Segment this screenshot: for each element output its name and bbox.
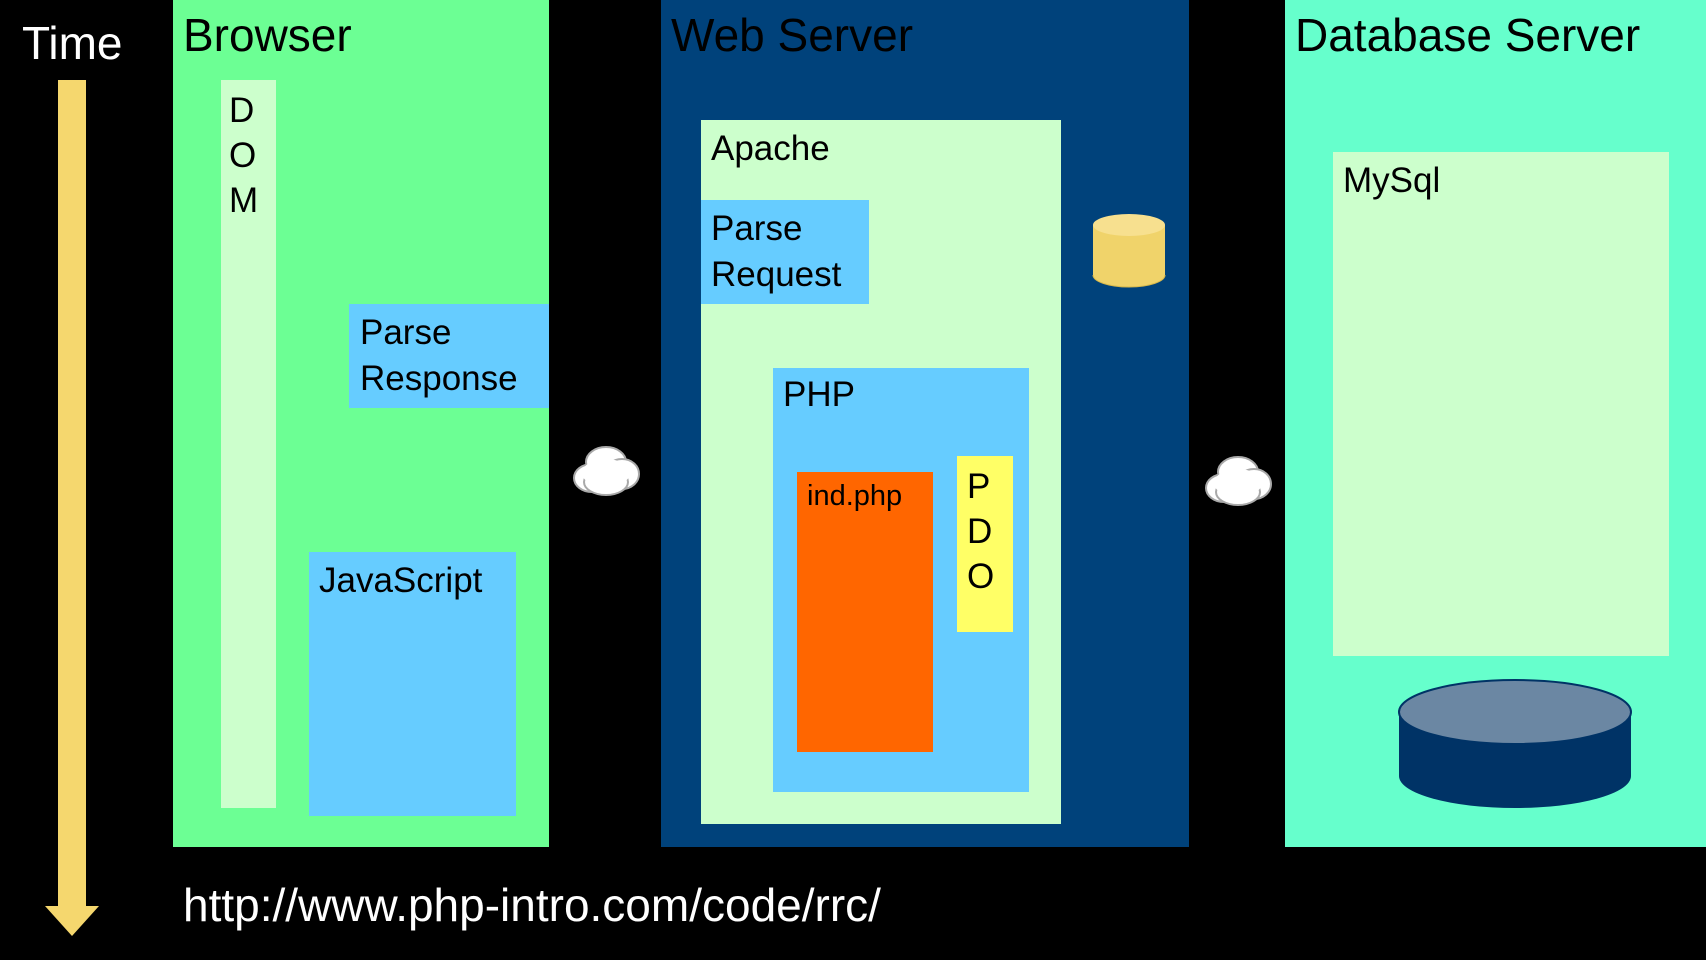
parse-response-line-1: Parse xyxy=(360,313,452,352)
pdo-letter-p: P xyxy=(967,467,991,506)
web-server-panel: Web Server Apache Parse Request PHP ind.… xyxy=(661,0,1189,847)
source-url: http://www.php-intro.com/code/rrc/ xyxy=(183,879,881,931)
file-cylinder-icon xyxy=(1092,214,1166,288)
parse-request-box: Parse Request xyxy=(701,200,869,304)
browser-title: Browser xyxy=(183,9,352,61)
time-label: Time xyxy=(22,17,123,69)
database-server-title: Database Server xyxy=(1295,9,1641,61)
database-disk-icon xyxy=(1398,679,1632,808)
javascript-label: JavaScript xyxy=(319,561,483,600)
parse-request-line-2: Request xyxy=(711,254,842,294)
web-server-title: Web Server xyxy=(671,9,914,61)
mysql-label: MySql xyxy=(1343,161,1441,200)
pdo-box: P D O xyxy=(957,456,1013,632)
javascript-box: JavaScript xyxy=(309,552,516,816)
network-cloud-icon xyxy=(573,446,640,496)
mysql-box: MySql xyxy=(1333,152,1669,656)
parse-response-line-2: Response xyxy=(360,358,518,398)
ind-php-label: ind.php xyxy=(807,480,903,512)
network-cloud-icon-2 xyxy=(1205,456,1272,506)
dom-letter-d: D xyxy=(229,91,255,130)
php-label: PHP xyxy=(783,375,855,414)
browser-panel: Browser D O M Parse Response JavaScript xyxy=(173,0,549,847)
dom-letter-m: M xyxy=(229,181,259,220)
apache-label: Apache xyxy=(711,129,830,168)
parse-request-line-1: Parse xyxy=(711,209,803,248)
pdo-letter-d: D xyxy=(967,512,993,551)
dom-letter-o: O xyxy=(229,136,257,175)
parse-response-box: Parse Response xyxy=(349,304,549,408)
pdo-letter-o: O xyxy=(967,557,995,596)
ind-php-box: ind.php xyxy=(797,472,933,752)
dom-bar: D O M xyxy=(221,80,276,808)
php-box: PHP ind.php P D O xyxy=(773,368,1029,792)
database-server-panel: Database Server MySql xyxy=(1285,0,1706,847)
apache-box: Apache Parse Request PHP ind.php P D O xyxy=(701,120,1061,824)
time-arrow xyxy=(45,80,99,936)
